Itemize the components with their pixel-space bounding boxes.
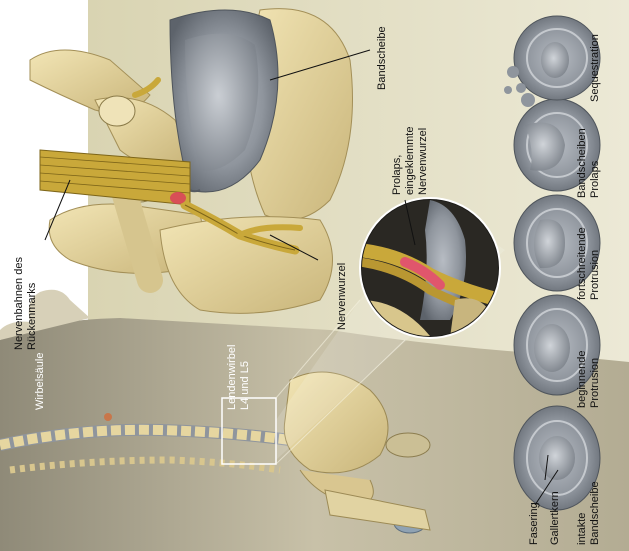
stage-caption-3-line1: fortschreitende	[576, 227, 588, 300]
prolapse-spot	[170, 192, 186, 204]
label-bandscheibe: Bandscheibe	[376, 26, 388, 90]
stage-caption-1-line1: intakte	[576, 513, 588, 545]
label-fasering: Fasering	[528, 502, 540, 545]
label-nervenbahnen-line2: Rückenmarks	[26, 282, 38, 350]
stage-caption-2-line2: Protrusion	[589, 358, 601, 408]
label-prolaps-line3: Nervenwurzel	[417, 128, 429, 195]
label-nervenbahnen-line1: Nervenbahnen des	[13, 257, 25, 350]
label-prolaps-line1: Prolaps,	[391, 155, 403, 195]
skin-mark	[104, 413, 112, 421]
stage-caption-3-line2: Protrusion	[589, 250, 601, 300]
label-lendenwirbel-line2: L4 und L5	[239, 361, 251, 410]
label-gallertkern: Gallertkern	[549, 491, 561, 545]
stage-caption-4-line1: Bandscheiben	[576, 128, 588, 198]
magnified-view	[360, 198, 500, 338]
label-nervenwurzel: Nervenwurzel	[336, 263, 348, 330]
label-wirbelsaeule: Wirbelsäule	[34, 353, 46, 410]
stage-caption-5-line1: Sequestration	[589, 34, 601, 102]
stage-caption-1-line2: Bandscheibe	[589, 481, 601, 545]
label-prolaps-line2: eingeklemmte	[404, 127, 416, 195]
stage-caption-5: Sequestration	[589, 34, 601, 102]
stage-caption-4-line2: Prolaps	[589, 160, 601, 198]
stage-caption-2: beginnende Protrusion	[576, 350, 601, 408]
label-lendenwirbel-line1: Lendenwirbel	[226, 345, 238, 410]
stage-caption-2-line1: beginnende	[576, 350, 588, 408]
